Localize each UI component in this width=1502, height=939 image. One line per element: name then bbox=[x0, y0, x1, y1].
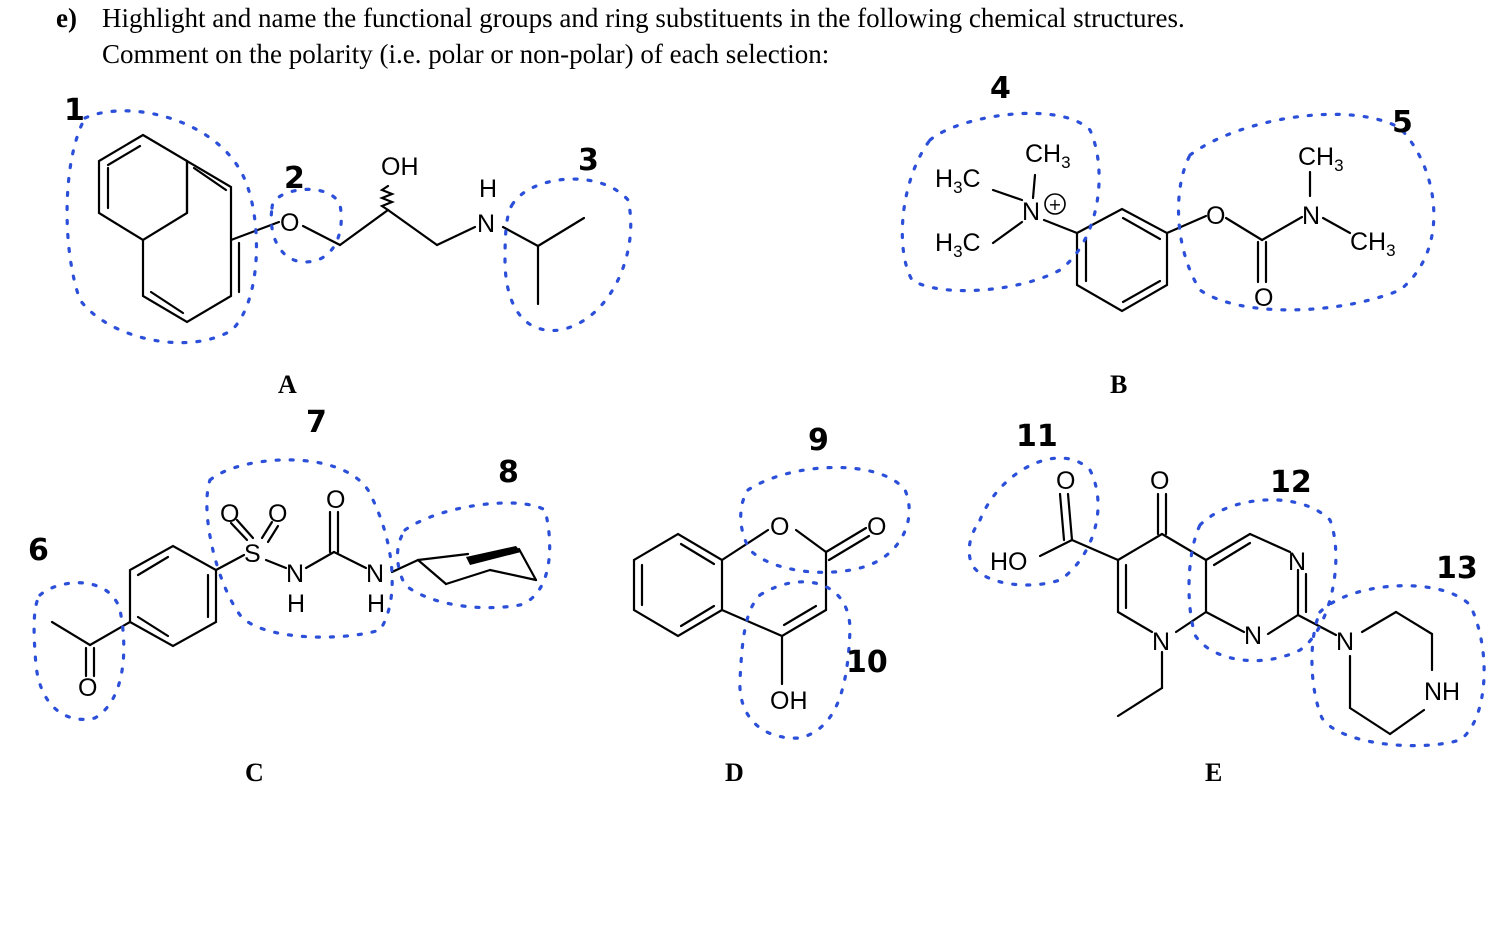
compound-b-h3c-upper: H3C bbox=[935, 165, 981, 197]
annotation-6: 6 bbox=[28, 533, 49, 568]
highlight-7 bbox=[205, 458, 394, 639]
question-number: e) bbox=[56, 3, 77, 33]
compound-c-amide-h1: H bbox=[287, 590, 305, 618]
highlight-4 bbox=[900, 111, 1101, 293]
annotation-12: 12 bbox=[1270, 465, 1312, 500]
compound-b-ester-o: O bbox=[1206, 202, 1225, 230]
annotation-4: 4 bbox=[990, 71, 1011, 106]
compound-c-wedge-bond bbox=[466, 546, 521, 565]
compound-c-bonds bbox=[50, 510, 538, 678]
compound-c-amide-n1: N bbox=[286, 560, 304, 588]
annotation-3: 3 bbox=[578, 143, 599, 178]
compound-e-label: E bbox=[1205, 758, 1222, 787]
compound-b-n-ch3-right: CH3 bbox=[1350, 228, 1396, 260]
compound-e-pyrimidine-n-mid: N bbox=[1244, 622, 1262, 650]
compound-c-amide-h2: H bbox=[367, 590, 385, 618]
annotation-1: 1 bbox=[64, 93, 85, 128]
compound-e: O HO O N N N N NH E bbox=[990, 467, 1460, 787]
compound-e-ketone-o: O bbox=[1150, 467, 1169, 495]
highlight-loops bbox=[32, 109, 1486, 748]
highlight-3 bbox=[503, 177, 633, 332]
compound-b: CH3 H3C H3C N + O N CH3 CH3 O B bbox=[935, 140, 1396, 399]
compound-c-urea-o: O bbox=[326, 486, 345, 514]
compound-d: O O OH D bbox=[632, 513, 886, 787]
compound-a: O OH H N A bbox=[97, 133, 586, 399]
compound-b-charge-circle bbox=[1044, 193, 1066, 215]
compound-b-h3c-lower: H3C bbox=[935, 229, 981, 261]
compound-a-label: A bbox=[278, 370, 297, 399]
compound-e-acid-hydroxyl: HO bbox=[990, 548, 1028, 576]
compound-b-ammonium-n: N bbox=[1022, 198, 1040, 226]
highlight-10 bbox=[738, 580, 852, 740]
annotation-13: 13 bbox=[1436, 551, 1478, 586]
compound-c: O O O S N H O N H C bbox=[50, 486, 538, 787]
compound-d-bonds bbox=[632, 526, 871, 686]
highlight-13 bbox=[1310, 584, 1486, 748]
compound-b-positive-charge: + bbox=[1048, 195, 1061, 214]
compound-b-carbonyl-o: O bbox=[1254, 284, 1273, 312]
compound-d-carbonyl-o: O bbox=[867, 513, 886, 541]
compound-e-ring-n: N bbox=[1152, 628, 1170, 656]
highlight-11 bbox=[967, 456, 1100, 587]
annotation-7: 7 bbox=[306, 405, 327, 440]
highlight-5 bbox=[1176, 112, 1436, 312]
compound-d-label: D bbox=[725, 758, 744, 787]
compound-a-bonds bbox=[97, 133, 586, 324]
compound-c-sulfonyl-o2: O bbox=[268, 500, 287, 528]
annotation-2: 2 bbox=[284, 161, 305, 196]
highlight-2 bbox=[269, 187, 343, 264]
compound-d-hydroxyl: OH bbox=[770, 687, 808, 715]
compound-a-amine-h: H bbox=[479, 175, 497, 203]
compound-e-acid-o: O bbox=[1056, 467, 1075, 495]
compound-c-label: C bbox=[245, 758, 264, 787]
compound-c-sulfonyl-o1: O bbox=[220, 500, 239, 528]
highlight-9 bbox=[739, 465, 911, 574]
compound-e-piperazine-nh: NH bbox=[1424, 678, 1460, 706]
compound-b-label: B bbox=[1110, 370, 1127, 399]
highlight-8 bbox=[395, 501, 552, 610]
compound-e-pyrimidine-n-top: N bbox=[1288, 548, 1306, 576]
compound-a-ether-o: O bbox=[280, 209, 299, 237]
annotation-numbers: 1 2 3 4 5 6 7 8 9 10 11 12 13 bbox=[28, 71, 1478, 680]
compound-c-amide-n2: N bbox=[366, 560, 384, 588]
compound-a-amine-n: N bbox=[477, 210, 495, 238]
compound-c-chair-edge bbox=[517, 547, 538, 582]
compound-b-carbamate-n: N bbox=[1302, 202, 1320, 230]
question-line-1: Highlight and name the functional groups… bbox=[102, 3, 1185, 33]
annotation-9: 9 bbox=[808, 423, 829, 458]
compound-c-sulfur: S bbox=[244, 540, 261, 568]
annotation-11: 11 bbox=[1016, 419, 1058, 454]
annotation-10: 10 bbox=[846, 645, 888, 680]
compound-c-ketone-o: O bbox=[78, 674, 97, 702]
compound-a-hydroxyl: OH bbox=[381, 153, 419, 181]
compound-d-ring-o: O bbox=[770, 513, 789, 541]
compound-b-bonds bbox=[991, 170, 1352, 313]
annotation-8: 8 bbox=[498, 455, 519, 490]
compound-e-piperazine-n: N bbox=[1336, 628, 1354, 656]
question-line-2: Comment on the polarity (i.e. polar or n… bbox=[102, 39, 830, 69]
highlight-12 bbox=[1187, 498, 1338, 663]
compound-e-bonds bbox=[1038, 492, 1434, 736]
annotation-5: 5 bbox=[1392, 105, 1413, 140]
compound-b-n-ch3-top: CH3 bbox=[1298, 143, 1344, 175]
compound-b-ch3-top: CH3 bbox=[1025, 140, 1071, 172]
